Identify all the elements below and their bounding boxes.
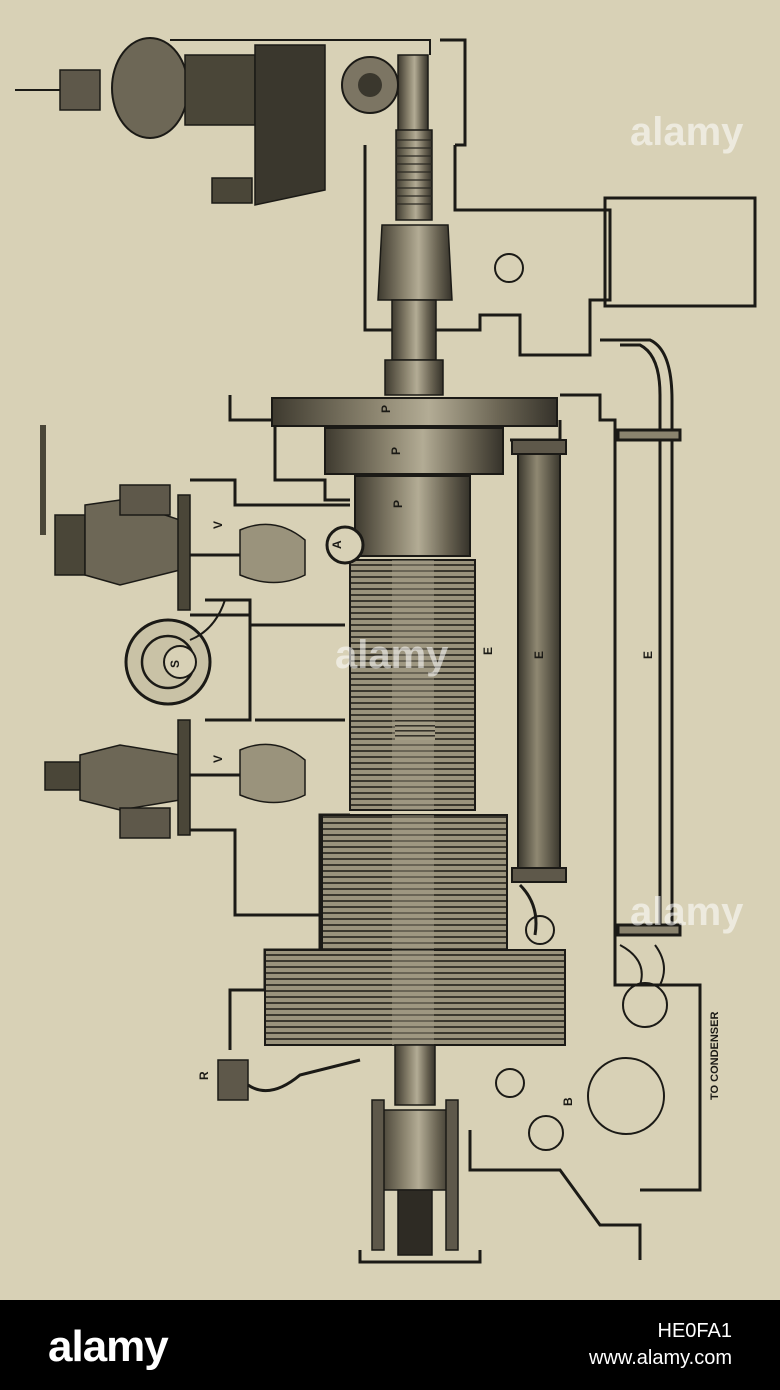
- rotor-shaft: [377, 54, 453, 396]
- watermark-top: alamy: [630, 110, 744, 154]
- watermarks: alamy alamy alamy: [335, 110, 744, 934]
- equalizing-pipe-e: [511, 439, 567, 936]
- steam-chest: [190, 478, 365, 917]
- blade-rows-intermediate: [321, 814, 508, 951]
- label-v-upper: V: [211, 521, 225, 529]
- turbine-section-drawing: P P P A V V S E E E B R TO CONDENSER ala…: [15, 37, 757, 1264]
- label-e-pipe: E: [532, 651, 546, 659]
- label-e-passage: E: [641, 651, 655, 659]
- label-a: A: [330, 540, 344, 549]
- blade-rows-high-pressure: [349, 559, 476, 811]
- watermark-footer: [0, 1300, 780, 1390]
- diagram-plate: P P P A V V S E E E B R TO CONDENSER ala…: [0, 0, 780, 1300]
- watermark-bottom: alamy: [630, 890, 744, 934]
- watermark-middle: alamy: [335, 633, 449, 677]
- alamy-logo: alamy: [48, 1322, 169, 1371]
- casing-outline: [228, 393, 702, 1264]
- steam-inlet-s: [124, 598, 252, 722]
- label-v-lower: V: [211, 755, 225, 763]
- label-b: B: [561, 1097, 575, 1106]
- label-p-3: P: [391, 500, 405, 508]
- governor-end-housing: [363, 38, 757, 357]
- label-p-2: P: [389, 447, 403, 455]
- exhaust-chamber-b: [494, 253, 668, 1151]
- overload-valve-v: [44, 719, 306, 839]
- exhaust-passage-e: [600, 338, 682, 986]
- blade-rows-low-pressure: [264, 949, 566, 1046]
- part-labels: P P P A V V S E E E B R TO CONDENSER: [168, 405, 721, 1106]
- governor-valve-v: [40, 425, 306, 611]
- exhaust-end-shaft: [371, 1044, 459, 1256]
- label-e-blades: E: [481, 647, 495, 655]
- source-url: www.alamy.com: [589, 1347, 732, 1369]
- label-to-condenser: TO CONDENSER: [709, 1012, 721, 1100]
- image-id: HE0FA1: [657, 1320, 732, 1342]
- relief-valve-r: [217, 1058, 361, 1101]
- label-s: S: [168, 660, 182, 668]
- dummy-pistons-p: [271, 397, 558, 557]
- label-p-1: P: [379, 405, 393, 413]
- governor-mechanism: [15, 37, 431, 206]
- label-r: R: [197, 1071, 211, 1080]
